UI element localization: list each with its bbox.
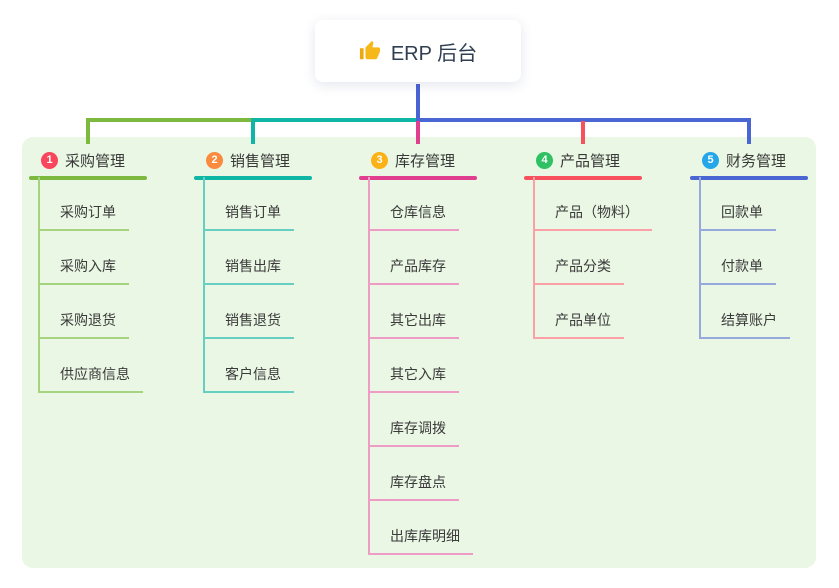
branch-title: 产品管理 [560,152,621,170]
child-node[interactable]: 其它入库 [370,339,473,393]
child-node[interactable]: 产品单位 [535,285,652,339]
branch-children: 仓库信息产品库存其它出库其它入库库存调拨库存盘点出库库明细 [368,177,473,555]
child-node-label: 客户信息 [205,364,294,393]
child-node-label: 产品库存 [370,256,459,285]
branch-children: 销售订单销售出库销售退货客户信息 [203,177,294,393]
branch-title: 销售管理 [230,152,291,170]
child-node[interactable]: 产品库存 [370,231,473,285]
child-node-label: 回款单 [701,202,776,231]
branch-head-row: 3 库存管理 [359,146,477,174]
branch-underline [524,176,642,180]
child-node[interactable]: 采购退货 [40,285,143,339]
root-node[interactable]: ERP 后台 [315,20,521,82]
child-node-label: 库存盘点 [370,472,459,501]
branch-number-badge: 4 [536,151,553,169]
connector-bus-segment [86,118,255,122]
child-node[interactable]: 销售出库 [205,231,294,285]
child-node-label: 产品单位 [535,310,624,339]
branch-children: 采购订单采购入库采购退货供应商信息 [38,177,143,393]
branch-number-badge: 2 [206,151,223,169]
branch-drop-line [581,121,585,144]
mindmap-panel [22,137,816,568]
branch-number-badge: 3 [371,151,388,169]
child-node-label: 采购入库 [40,256,129,285]
branch-head-row: 5 财务管理 [690,146,808,174]
branch-underline [29,176,147,180]
child-node-label: 库存调拨 [370,418,459,447]
branch-underline [194,176,312,180]
child-node[interactable]: 回款单 [701,177,790,231]
child-node[interactable]: 产品分类 [535,231,652,285]
child-node[interactable]: 仓库信息 [370,177,473,231]
connector-bus-segment [251,118,420,122]
connector-bus-segment [416,118,751,122]
branch-head[interactable]: 3 库存管理 [359,146,477,180]
child-node-label: 其它出库 [370,310,459,339]
branch-number-badge: 1 [41,151,58,169]
branch-head[interactable]: 5 财务管理 [690,146,808,180]
child-node-label: 仓库信息 [370,202,459,231]
branch-title: 财务管理 [726,152,787,170]
branch-drop-line [251,121,255,144]
branch-head-row: 4 产品管理 [524,146,642,174]
child-node-label: 采购订单 [40,202,129,231]
branch-children: 回款单付款单结算账户 [699,177,790,339]
branch-underline [690,176,808,180]
child-node[interactable]: 结算账户 [701,285,790,339]
branch-head[interactable]: 1 采购管理 [29,146,147,180]
child-node[interactable]: 供应商信息 [40,339,143,393]
branch-number-badge: 5 [702,151,719,169]
child-node-label: 产品（物料） [535,202,652,231]
child-node[interactable]: 产品（物料） [535,177,652,231]
root-title: ERP 后台 [390,42,478,65]
child-node[interactable]: 采购入库 [40,231,143,285]
child-node[interactable]: 客户信息 [205,339,294,393]
child-node[interactable]: 出库库明细 [370,501,473,555]
branch-title: 库存管理 [395,152,456,170]
child-node[interactable]: 销售订单 [205,177,294,231]
child-node-label: 付款单 [701,256,776,285]
thumbs-up-icon [359,40,381,62]
branch-head-row: 1 采购管理 [29,146,147,174]
child-node-label: 供应商信息 [40,364,143,393]
branch-title: 采购管理 [65,152,126,170]
child-node-label: 销售订单 [205,202,294,231]
child-node-label: 销售出库 [205,256,294,285]
child-node[interactable]: 其它出库 [370,285,473,339]
child-node-label: 采购退货 [40,310,129,339]
branch-head[interactable]: 2 销售管理 [194,146,312,180]
child-node[interactable]: 付款单 [701,231,790,285]
branch-drop-line [416,121,420,144]
child-node[interactable]: 采购订单 [40,177,143,231]
root-connector-line [416,84,420,122]
branch-drop-line [747,121,751,144]
child-node[interactable]: 库存调拨 [370,393,473,447]
child-node-label: 销售退货 [205,310,294,339]
branch-head[interactable]: 4 产品管理 [524,146,642,180]
child-node-label: 其它入库 [370,364,459,393]
branch-drop-line [86,121,90,144]
child-node-label: 产品分类 [535,256,624,285]
child-node-label: 结算账户 [701,310,790,339]
branch-head-row: 2 销售管理 [194,146,312,174]
child-node-label: 出库库明细 [370,526,473,555]
child-node[interactable]: 库存盘点 [370,447,473,501]
child-node[interactable]: 销售退货 [205,285,294,339]
branch-underline [359,176,477,180]
branch-children: 产品（物料） 产品分类产品单位 [533,177,652,339]
